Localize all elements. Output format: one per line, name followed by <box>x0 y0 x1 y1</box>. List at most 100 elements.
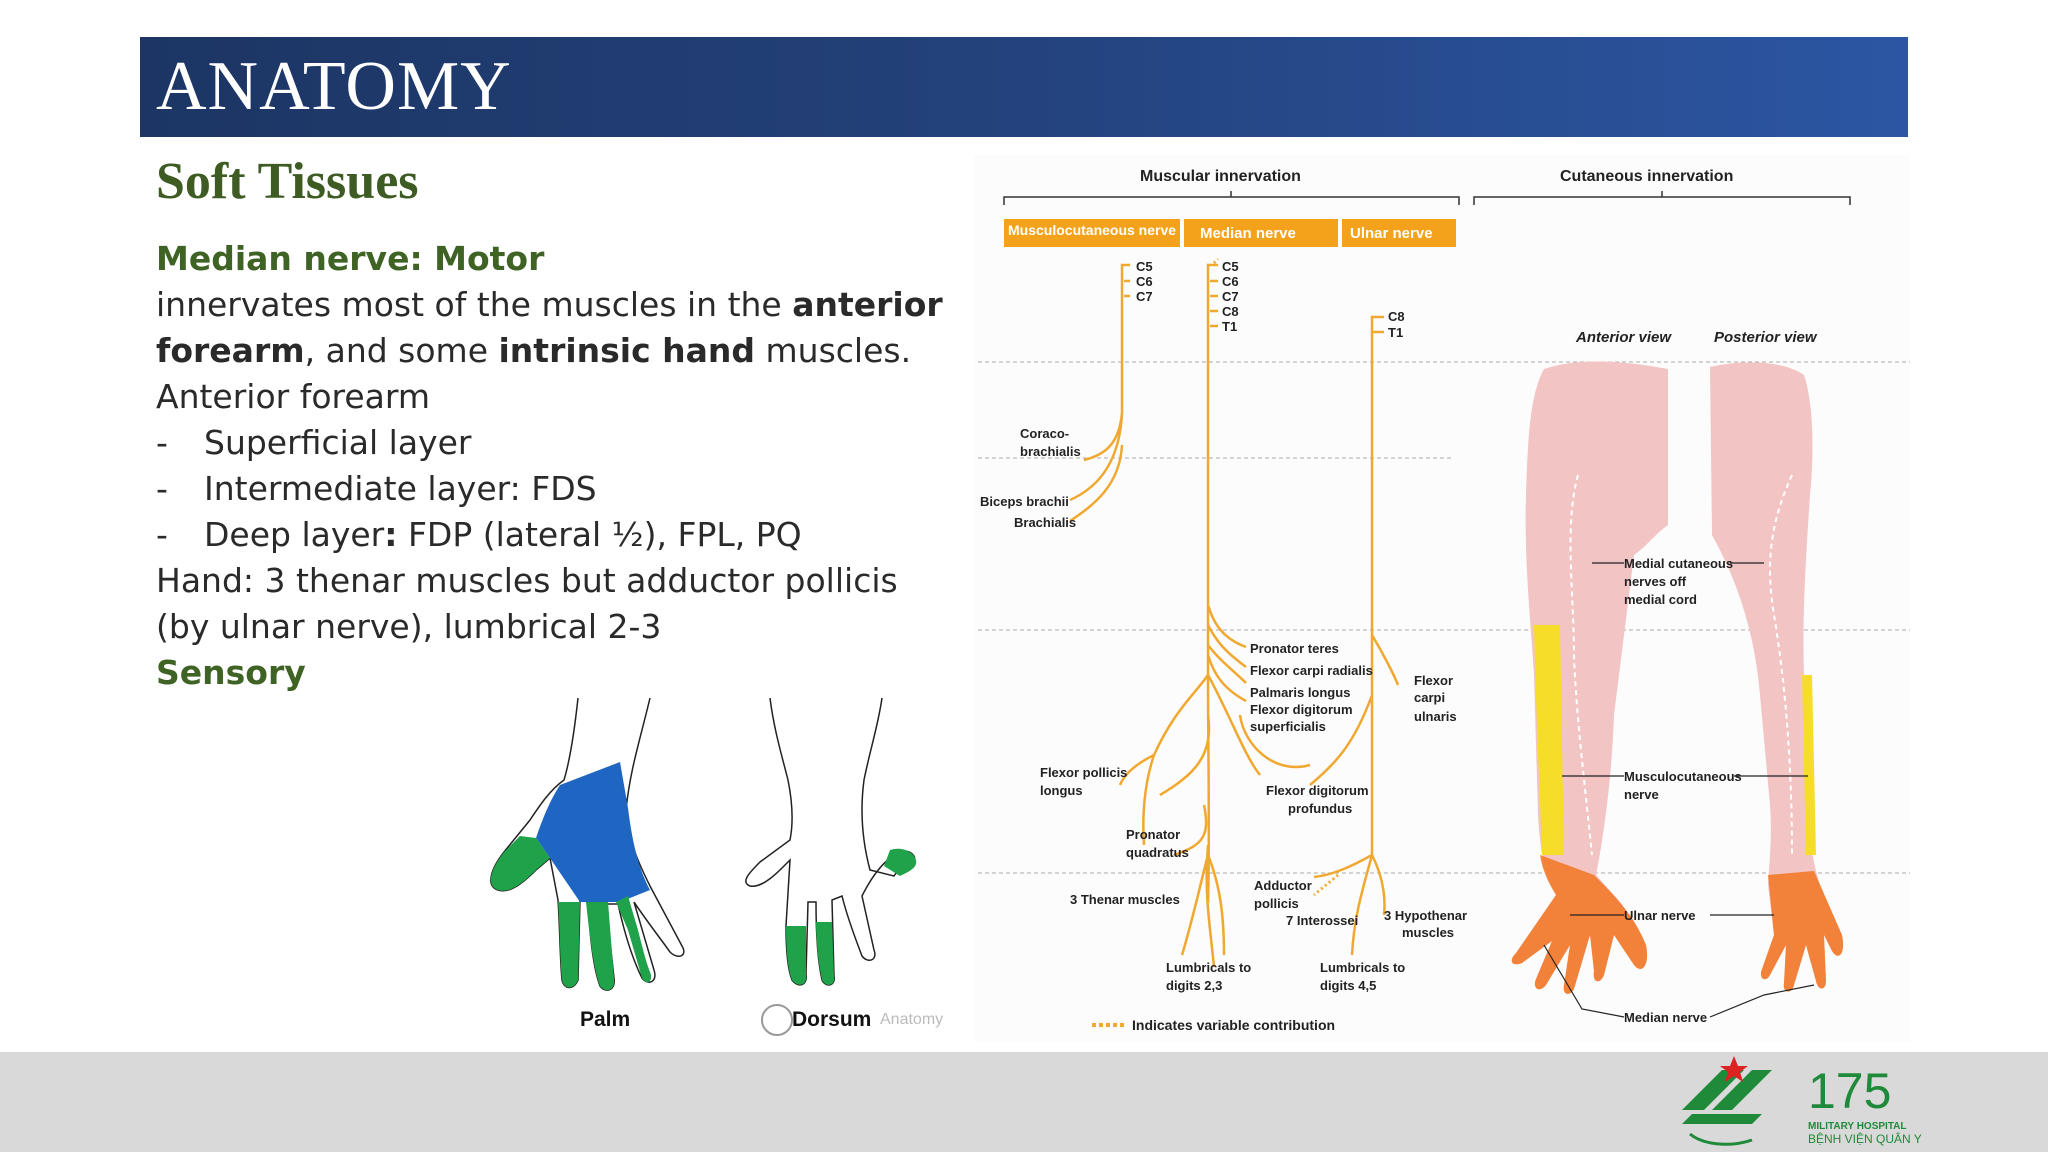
svg-text:3 Hypothenar: 3 Hypothenar <box>1384 908 1467 923</box>
svg-text:Lumbricals to: Lumbricals to <box>1320 960 1405 975</box>
svg-text:C7: C7 <box>1136 289 1153 304</box>
posterior-view-label: Posterior view <box>1714 329 1818 346</box>
svg-text:Pronator teres: Pronator teres <box>1250 641 1339 656</box>
svg-text:digits 2,3: digits 2,3 <box>1166 978 1222 993</box>
slide-title: ANATOMY <box>156 48 512 125</box>
svg-text:Flexor digitorum: Flexor digitorum <box>1250 702 1353 717</box>
bullet-item: - Intermediate layer: FDS <box>156 466 946 512</box>
svg-text:C7: C7 <box>1222 289 1239 304</box>
svg-text:Medial cutaneous: Medial cutaneous <box>1624 556 1733 571</box>
svg-text:Coraco-: Coraco- <box>1020 426 1069 441</box>
svg-text:muscles: muscles <box>1402 925 1454 940</box>
nerve-tabs: Musculocutaneous nerve Median nerve Ulna… <box>1004 219 1456 247</box>
svg-text:nerve: nerve <box>1624 787 1659 802</box>
anterior-view-label: Anterior view <box>1575 329 1672 346</box>
svg-text:C6: C6 <box>1136 274 1153 289</box>
muscle-labels: Coraco- brachialis Biceps brachii Brachi… <box>980 426 1467 993</box>
dorsum-index-tip-green <box>786 926 807 985</box>
svg-text:longus: longus <box>1040 783 1083 798</box>
innervation-diagram: Muscular innervation Cutaneous innervati… <box>974 155 1910 1042</box>
muscular-title: Muscular innervation <box>1140 168 1301 185</box>
palm-ring-green <box>616 896 652 983</box>
muscular-bracket <box>1003 191 1460 205</box>
dorsum-middle-tip-green <box>816 922 835 985</box>
palm-middle-green <box>586 902 615 991</box>
bullet-dash: - <box>156 515 168 554</box>
bullet-dash: - <box>156 469 168 508</box>
tab-median <box>1184 219 1338 247</box>
svg-text:Flexor pollicis: Flexor pollicis <box>1040 765 1127 780</box>
svg-text:Pronator: Pronator <box>1126 827 1180 842</box>
section-subtitle: Soft Tissues <box>156 153 419 210</box>
hand-line: Hand: 3 thenar muscles but adductor poll… <box>156 561 898 646</box>
dorsum-thumb-tip-green <box>884 848 917 876</box>
cutaneous-bracket <box>1473 191 1851 205</box>
para1-part-e: muscles. <box>755 331 912 370</box>
variable-contribution-dots <box>1212 257 1339 897</box>
svg-text:C5: C5 <box>1136 259 1153 274</box>
logo-emblem <box>1682 1056 1772 1146</box>
watermark-text: Anatomy <box>880 1011 943 1028</box>
tab-ulnar <box>1342 219 1456 247</box>
svg-text:T1: T1 <box>1222 319 1237 334</box>
bullet-text: Intermediate layer: FDS <box>204 469 597 508</box>
palm-median-blue-region <box>536 762 650 902</box>
bullet-item: - Deep layer: FDP (lateral ½), FPL, PQ <box>156 512 946 558</box>
anterior-arm <box>1511 361 1668 994</box>
cutaneous-labels: Medial cutaneous nerves off medial cord … <box>1624 556 1742 1025</box>
svg-text:Median nerve: Median nerve <box>1624 1010 1707 1025</box>
cutaneous-title: Cutaneous innervation <box>1560 168 1733 185</box>
dorsum-label: Dorsum <box>792 1008 871 1031</box>
copyright-icon <box>761 1004 793 1036</box>
hospital-logo: 175 MILITARY HOSPITAL BỆNH VIỆN QUÂN Y <box>1682 1056 1922 1146</box>
para1-part-c: , and some <box>304 331 499 370</box>
arm-pointer-lines <box>1543 562 1815 1018</box>
logo-number: 175 <box>1808 1063 1891 1119</box>
svg-text:superficialis: superficialis <box>1250 719 1326 734</box>
body-text: Median nerve: Motor innervates most of t… <box>156 236 946 696</box>
paragraph-1: innervates most of the muscles in the an… <box>156 282 946 374</box>
palm-index-green <box>558 902 580 988</box>
svg-text:T1: T1 <box>1388 325 1403 340</box>
header-bar: ANATOMY <box>140 37 1908 137</box>
para1-part-a: innervates most of the muscles in the <box>156 285 793 324</box>
svg-text:Lumbricals to: Lumbricals to <box>1166 960 1251 975</box>
nerve-paths <box>1069 263 1400 968</box>
svg-text:digits 4,5: digits 4,5 <box>1320 978 1376 993</box>
tab-musculocutaneous-label: Musculocutaneous nerve <box>1008 222 1176 238</box>
svg-text:Musculocutaneous: Musculocutaneous <box>1624 769 1742 784</box>
tab-ulnar-label: Ulnar nerve <box>1350 225 1433 242</box>
svg-text:C8: C8 <box>1222 304 1239 319</box>
hand-sensory-figure: Palm Dorsum Anatomy <box>490 697 943 1036</box>
para1-bold-intrinsic: intrinsic hand <box>498 331 756 370</box>
bullet-dash: - <box>156 423 168 462</box>
svg-text:Biceps brachii: Biceps brachii <box>980 494 1069 509</box>
svg-text:ulnaris: ulnaris <box>1414 709 1457 724</box>
svg-text:brachialis: brachialis <box>1020 444 1081 459</box>
tab-median-label: Median nerve <box>1200 225 1296 242</box>
svg-text:C5: C5 <box>1222 259 1239 274</box>
root-labels: C5 C6 C7 C5 C6 C7 C8 T1 C8 T1 <box>1136 259 1405 340</box>
posterior-arm <box>1710 362 1844 992</box>
svg-text:Flexor: Flexor <box>1414 673 1453 688</box>
logo-line1: MILITARY HOSPITAL <box>1808 1121 1907 1132</box>
svg-text:pollicis: pollicis <box>1254 896 1299 911</box>
svg-text:Adductor: Adductor <box>1254 878 1312 893</box>
svg-text:nerves off: nerves off <box>1624 574 1687 589</box>
svg-text:Palmaris longus: Palmaris longus <box>1250 685 1350 700</box>
svg-text:C8: C8 <box>1388 309 1405 324</box>
anterior-forearm-line: Anterior forearm <box>156 377 431 416</box>
svg-text:carpi: carpi <box>1414 690 1445 705</box>
motor-heading: Median nerve: Motor <box>156 239 545 278</box>
svg-text:C6: C6 <box>1222 274 1239 289</box>
svg-text:7 Interossei: 7 Interossei <box>1286 913 1358 928</box>
svg-text:medial cord: medial cord <box>1624 592 1697 607</box>
sensory-heading: Sensory <box>156 653 306 692</box>
tab-musculocutaneous <box>1004 219 1180 247</box>
svg-text:profundus: profundus <box>1288 801 1352 816</box>
palm-thumb-green <box>490 836 550 891</box>
svg-text:Ulnar nerve: Ulnar nerve <box>1624 908 1696 923</box>
para1-bold-anterior: anterior forearm <box>156 285 943 370</box>
palm-label: Palm <box>580 1008 630 1031</box>
legend-text: Indicates variable contribution <box>1132 1017 1335 1033</box>
